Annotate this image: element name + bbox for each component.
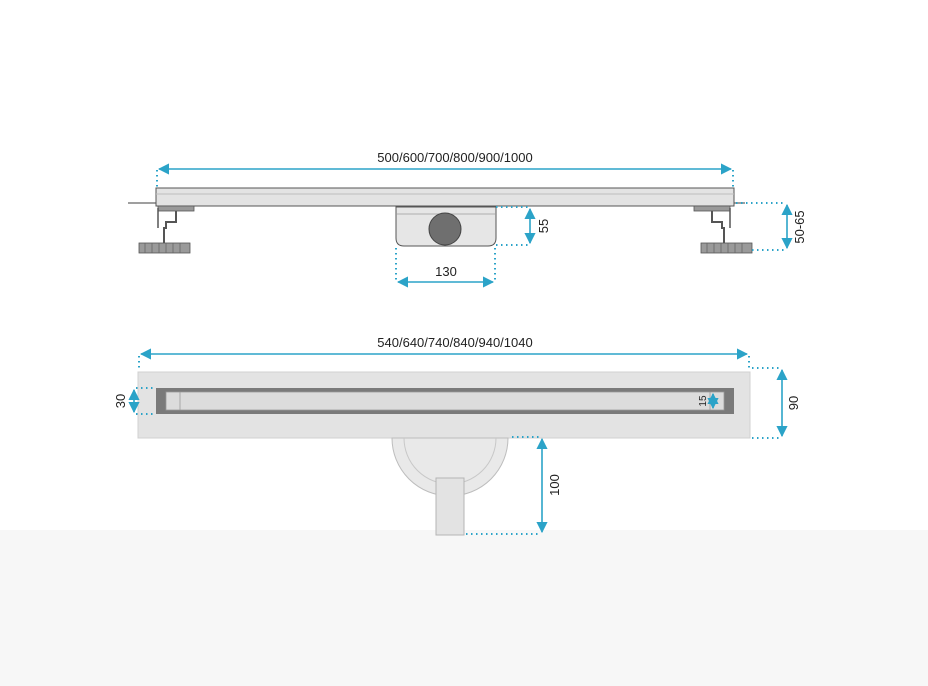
top-outlet bbox=[391, 437, 509, 536]
side-view: 500/600/700/800/900/1000 55 130 50-65 bbox=[128, 150, 807, 288]
top-body-width-label: 90 bbox=[786, 396, 801, 410]
side-outlet-height-label: 55 bbox=[536, 219, 551, 233]
top-length-label: 540/640/740/840/940/1040 bbox=[377, 335, 532, 350]
right-leg bbox=[693, 205, 753, 254]
drain-channel bbox=[155, 187, 735, 207]
top-outlet-length-label: 100 bbox=[547, 474, 562, 496]
top-grate-width-label: 30 bbox=[113, 394, 128, 408]
top-slot-width-label: 15 bbox=[698, 395, 709, 407]
side-leg-height-label: 50-65 bbox=[792, 210, 807, 243]
side-outlet-width-label: 130 bbox=[435, 264, 457, 279]
outlet-pipe-circle bbox=[428, 212, 462, 246]
top-view: 540/640/740/840/940/1040 30 15 90 100 bbox=[113, 335, 801, 536]
side-outlet bbox=[395, 206, 497, 247]
outlet-pipe bbox=[435, 477, 465, 536]
background-band bbox=[0, 530, 928, 686]
grate-slot bbox=[165, 391, 725, 411]
left-leg bbox=[138, 205, 195, 254]
side-length-label: 500/600/700/800/900/1000 bbox=[377, 150, 532, 165]
